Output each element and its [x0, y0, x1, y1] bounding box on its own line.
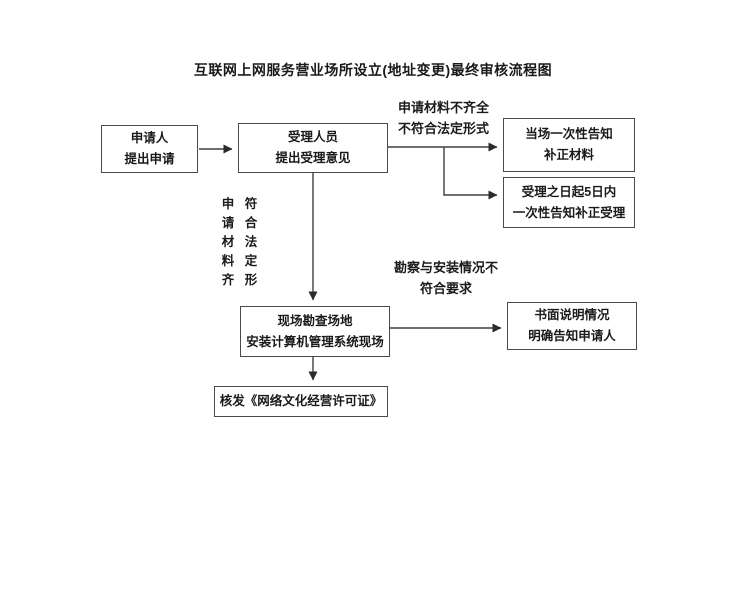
edge-label-incomplete: 申请材料不齐全 不符合法定形式: [398, 97, 489, 139]
node-acceptor: 受理人员 提出受理意见: [238, 123, 388, 173]
edge-label-vertical-left: 申请材料齐: [221, 197, 235, 287]
node-applicant-line1: 申请人: [130, 131, 169, 145]
node-written: 书面说明情况 明确告知申请人: [507, 302, 637, 350]
node-license: 核发《网络文化经营许可证》: [214, 386, 388, 417]
node-onsite-notify: 当场一次性告知 补正材料: [503, 118, 635, 172]
node-onsite-notify-line2: 补正材料: [543, 148, 594, 162]
edge-label-not-meet: 勘察与安装情况不 符合要求: [388, 257, 504, 299]
node-five-days-line2: 一次性告知补正受理: [512, 205, 626, 220]
node-five-days-line1: 受理之日起5日内: [521, 184, 617, 199]
node-onsite-notify-line1: 当场一次性告知: [525, 127, 613, 141]
node-acceptor-line1: 受理人员: [287, 130, 338, 144]
node-five-days: 受理之日起5日内 一次性告知补正受理: [503, 177, 635, 228]
node-applicant: 申请人 提出申请: [101, 125, 198, 173]
node-written-line1: 书面说明情况: [534, 308, 610, 322]
node-license-line1: 核发《网络文化经营许可证》: [219, 394, 383, 408]
arrow-branch-to-five-days: [443, 147, 498, 200]
node-acceptor-line2: 提出受理意见: [275, 151, 351, 165]
edge-label-incomplete-line2: 不符合法定形式: [398, 121, 490, 136]
node-applicant-line2: 提出申请: [124, 152, 175, 166]
edge-label-not-meet-line1: 勘察与安装情况不: [393, 260, 498, 275]
diagram-title: 互联网上网服务营业场所设立(地址变更)最终审核流程图: [193, 62, 553, 78]
node-written-line2: 明确告知申请人: [528, 329, 616, 343]
node-survey-line2: 安装计算机管理系统现场: [246, 334, 384, 349]
node-survey-line1: 现场勘查场地: [277, 313, 353, 328]
edge-label-vertical-right: 符合法定形: [244, 197, 258, 287]
node-survey: 现场勘查场地 安装计算机管理系统现场: [240, 306, 390, 357]
edge-label-incomplete-line1: 申请材料不齐全: [398, 100, 490, 115]
edge-label-not-meet-line2: 符合要求: [419, 281, 472, 296]
